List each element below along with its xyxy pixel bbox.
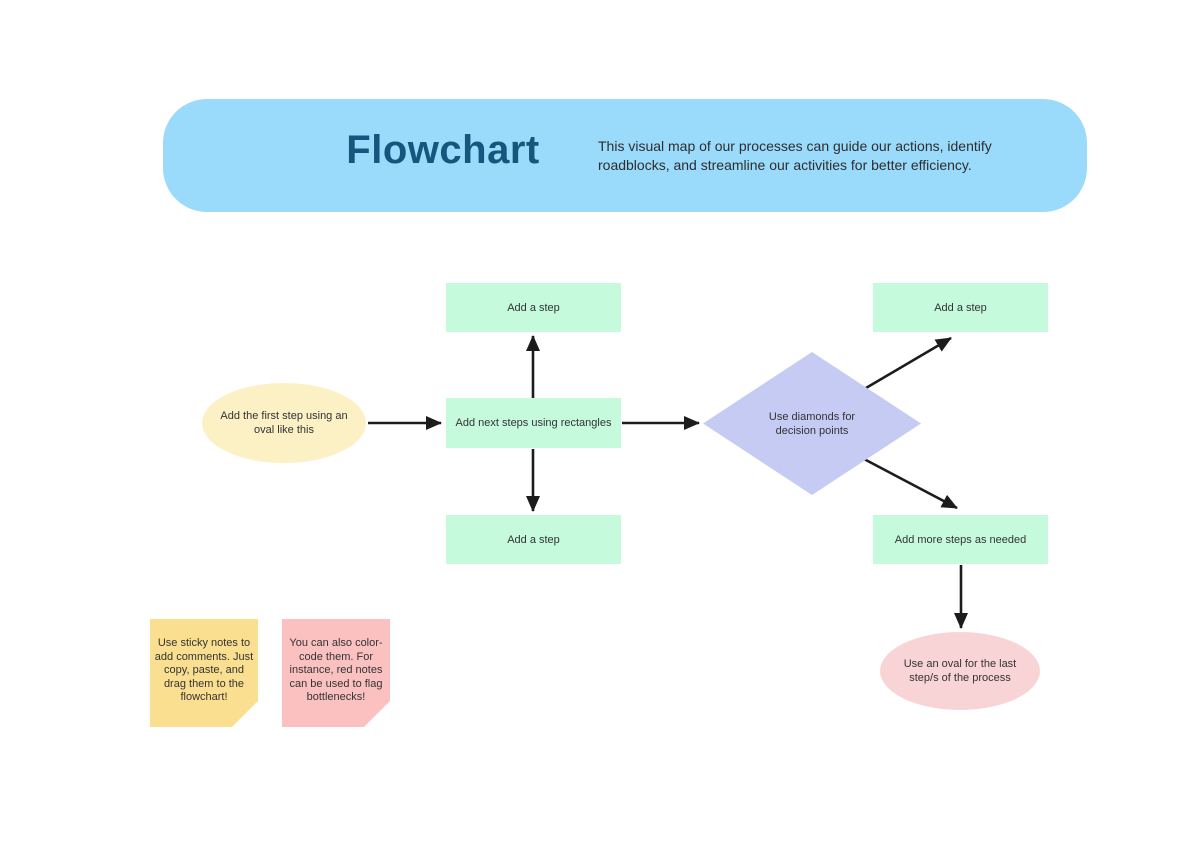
sticky-note-yellow[interactable]: Use sticky notes to add comments. Just c…: [150, 619, 258, 727]
node-label: Add a step: [507, 533, 560, 546]
node-step-bottom[interactable]: Add a step: [446, 515, 621, 564]
node-label: Add next steps using rectangles: [455, 417, 612, 429]
page-title: Flowchart: [346, 128, 540, 172]
node-start-oval[interactable]: Add the first step using an oval like th…: [202, 383, 366, 463]
sticky-note-text: You can also color-code them. For instan…: [289, 637, 383, 704]
diamond-shape: [703, 352, 921, 495]
node-label: Add more steps as needed: [894, 533, 1027, 546]
sticky-note-red[interactable]: You can also color-code them. For instan…: [282, 619, 390, 727]
node-label: Use an oval for the last step/s of the p…: [903, 658, 1017, 684]
sticky-note-text: Use sticky notes to add comments. Just c…: [154, 637, 254, 704]
connector-decision-to-more-steps[interactable]: [863, 457, 958, 510]
header-banner[interactable]: Flowchart This visual map of our process…: [163, 99, 1087, 212]
page-description: This visual map of our processes can gui…: [598, 138, 992, 173]
node-label: Use diamonds for decision points: [768, 410, 856, 437]
node-next-steps[interactable]: Add next steps using rectangles: [446, 398, 621, 448]
node-label: Add the first step using an oval like th…: [220, 410, 348, 436]
node-step-top[interactable]: Add a step: [446, 283, 621, 332]
node-end-oval[interactable]: Use an oval for the last step/s of the p…: [880, 632, 1040, 710]
node-step-right[interactable]: Add a step: [873, 283, 1048, 332]
node-more-steps[interactable]: Add more steps as needed: [873, 515, 1048, 564]
connector-decision-to-step-right[interactable]: [865, 336, 952, 390]
node-label: Add a step: [934, 301, 987, 314]
node-decision-diamond[interactable]: Use diamonds for decision points: [703, 352, 921, 495]
node-label: Add a step: [507, 301, 560, 314]
